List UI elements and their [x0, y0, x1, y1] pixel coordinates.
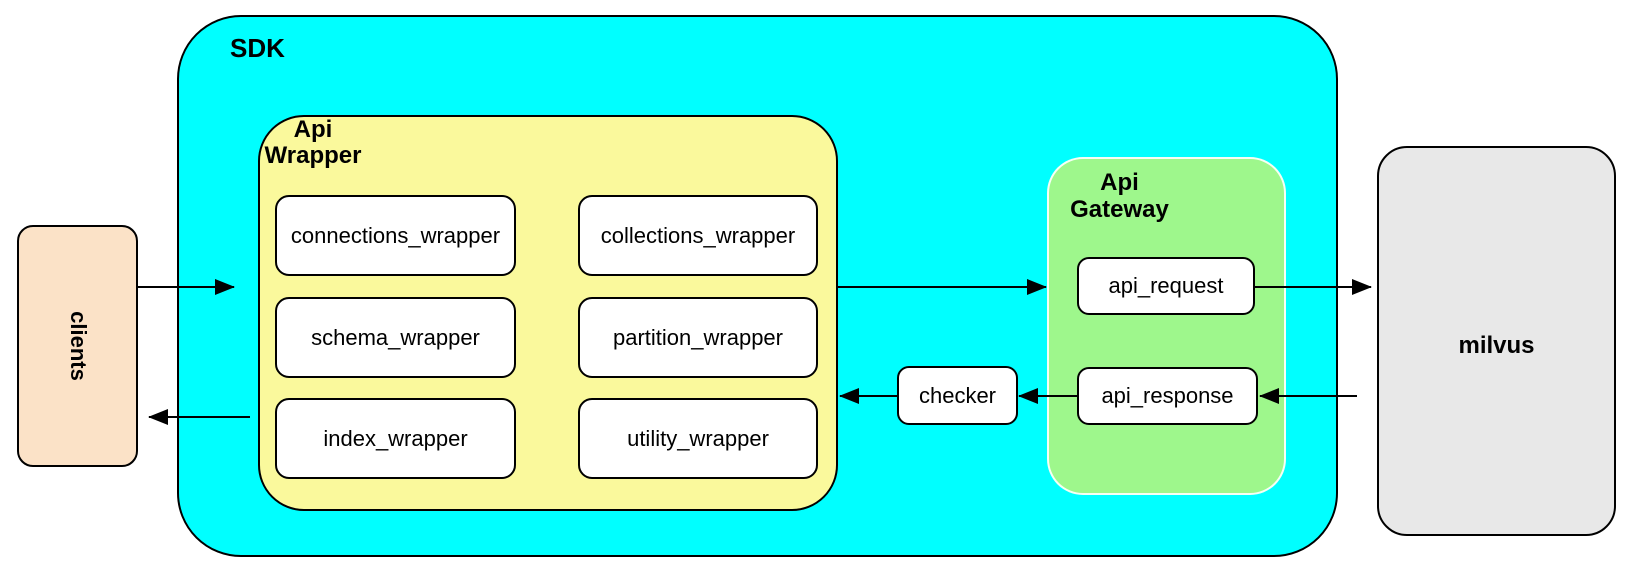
- api-gateway-group-box: [1047, 157, 1286, 495]
- sdk-group-label: SDK: [230, 33, 285, 63]
- node-utility-wrapper: utility_wrapper: [578, 398, 818, 479]
- node-api-request: api_request: [1077, 257, 1255, 315]
- node-schema-wrapper: schema_wrapper: [275, 297, 516, 378]
- node-clients: clients: [17, 225, 138, 467]
- node-collections-wrapper: collections_wrapper: [578, 195, 818, 276]
- api-wrapper-label-line2: Wrapper: [264, 142, 362, 169]
- api-gateway-label-line2: Gateway: [1070, 196, 1169, 223]
- node-index-wrapper: index_wrapper: [275, 398, 516, 479]
- node-checker: checker: [897, 366, 1018, 425]
- api-wrapper-label-line1: Api: [293, 116, 333, 143]
- node-partition-wrapper: partition_wrapper: [578, 297, 818, 378]
- node-milvus: milvus: [1377, 146, 1616, 536]
- clients-label: clients: [65, 311, 91, 381]
- node-api-response: api_response: [1077, 367, 1258, 425]
- node-connections-wrapper: connections_wrapper: [275, 195, 516, 276]
- api-gateway-label-line1: Api: [1100, 169, 1139, 196]
